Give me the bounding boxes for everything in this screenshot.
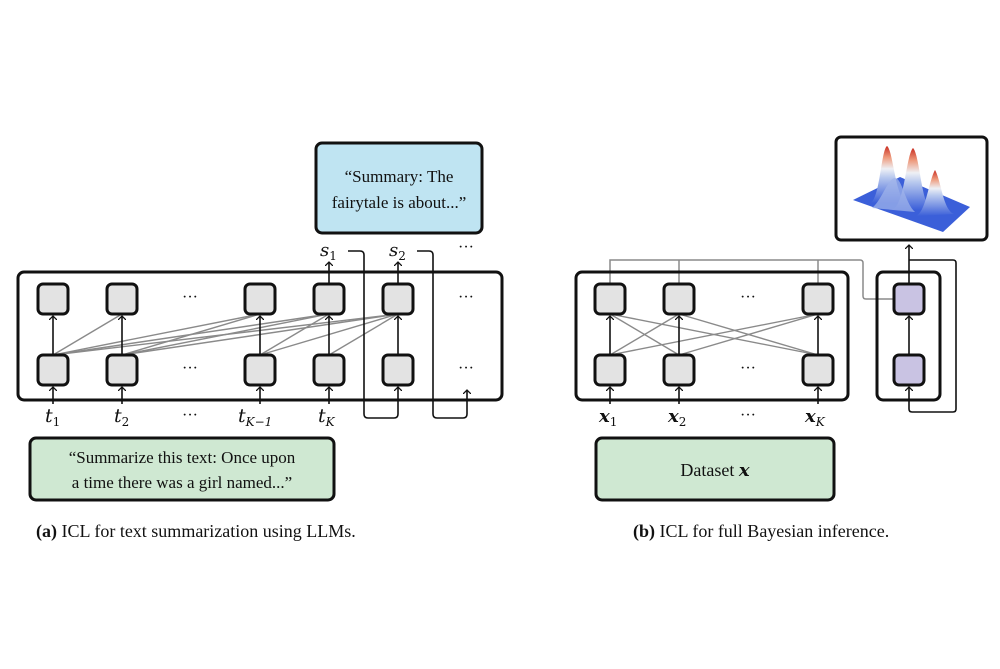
node-top-s1: [381, 282, 415, 316]
caption-b: (b) ICL for full Bayesian inference.: [633, 521, 889, 542]
node-b-top-2: [662, 282, 696, 316]
transformer-box-b: [574, 270, 850, 402]
node-purple-top: [892, 282, 926, 316]
output-arrows-a: [329, 262, 398, 284]
node-top-k: [312, 282, 346, 316]
output-label-s2: s2: [389, 240, 406, 263]
node-b-top-k: [801, 282, 835, 316]
output-label-s1: s1: [320, 240, 337, 263]
input-label-x1: x1: [598, 406, 617, 429]
node-top-2: [105, 282, 139, 316]
output-labels-a: s1 s2 ···: [320, 239, 474, 263]
input-labels-b: x1 x2 ··· xK: [598, 406, 826, 429]
input-arrows-a: [53, 387, 329, 404]
input-label-xk: xK: [804, 406, 826, 429]
nodes-a: [36, 282, 415, 387]
node-bottom-1: [36, 353, 70, 387]
node-bottom-k: [312, 353, 346, 387]
prompt-input-line2: a time there was a girl named...”: [72, 473, 292, 492]
ellipsis-bottom-right-a: ···: [458, 360, 474, 377]
input-labels-a: t1 t2 ··· tK−1 tK: [45, 405, 336, 429]
attention-edges-a: [52, 313, 399, 356]
posterior-surface-plot: [853, 146, 970, 232]
input-arrows-b: [610, 387, 818, 404]
nodes-purple: [892, 282, 926, 387]
ellipsis-bottom-b: ···: [740, 360, 756, 377]
surface-front-hump: [872, 178, 915, 212]
input-label-x2: x2: [667, 406, 686, 429]
node-top-k-1: [243, 282, 277, 316]
feedback-loops-a: [348, 250, 467, 419]
ellipsis-top-mid-a: ···: [182, 289, 198, 306]
nodes-b: [593, 282, 835, 387]
output-label-ellipsis: ···: [458, 239, 474, 256]
node-b-bottom-2: [662, 353, 696, 387]
input-label-t1: t1: [45, 405, 60, 429]
dataset-box: [594, 436, 836, 502]
vertical-arrows-a: [53, 316, 398, 355]
prompt-input-box: [28, 436, 336, 502]
summary-output-line1: “Summary: The: [345, 167, 454, 186]
surface-peak-3: [916, 170, 954, 216]
ellipsis-top-b: ···: [740, 289, 756, 306]
input-label-ellipsis-b: ···: [740, 407, 756, 424]
input-label-ellipsis: ···: [182, 407, 198, 424]
dataset-label: Dataset x: [680, 460, 749, 481]
ellipsis-top-right-a: ···: [458, 289, 474, 306]
caption-a: (a) ICL for text summarization using LLM…: [36, 521, 356, 542]
node-purple-bottom: [892, 353, 926, 387]
node-b-bottom-k: [801, 353, 835, 387]
node-b-bottom-1: [593, 353, 627, 387]
node-b-top-1: [593, 282, 627, 316]
panel-a: “Summary: The fairytale is about...”: [16, 141, 504, 542]
summary-output-box: [314, 141, 484, 235]
node-bottom-2: [105, 353, 139, 387]
attention-edges-b: [609, 313, 819, 356]
summary-output-line2: fairytale is about...”: [332, 193, 467, 212]
ellipsis-bottom-mid-a: ···: [182, 360, 198, 377]
input-label-tk-1: tK−1: [238, 405, 272, 429]
node-top-1: [36, 282, 70, 316]
vertical-arrows-b: [610, 316, 818, 355]
panel-b: ··· ··· x1 x2 ··· xK Dataset x (b: [574, 135, 989, 542]
posterior-head-arrows: [909, 245, 957, 413]
node-bottom-s1: [381, 353, 415, 387]
node-bottom-k-1: [243, 353, 277, 387]
input-label-tk: tK: [318, 405, 336, 429]
prompt-input-line1: “Summarize this text: Once upon: [69, 448, 296, 467]
input-label-t2: t2: [114, 405, 129, 429]
